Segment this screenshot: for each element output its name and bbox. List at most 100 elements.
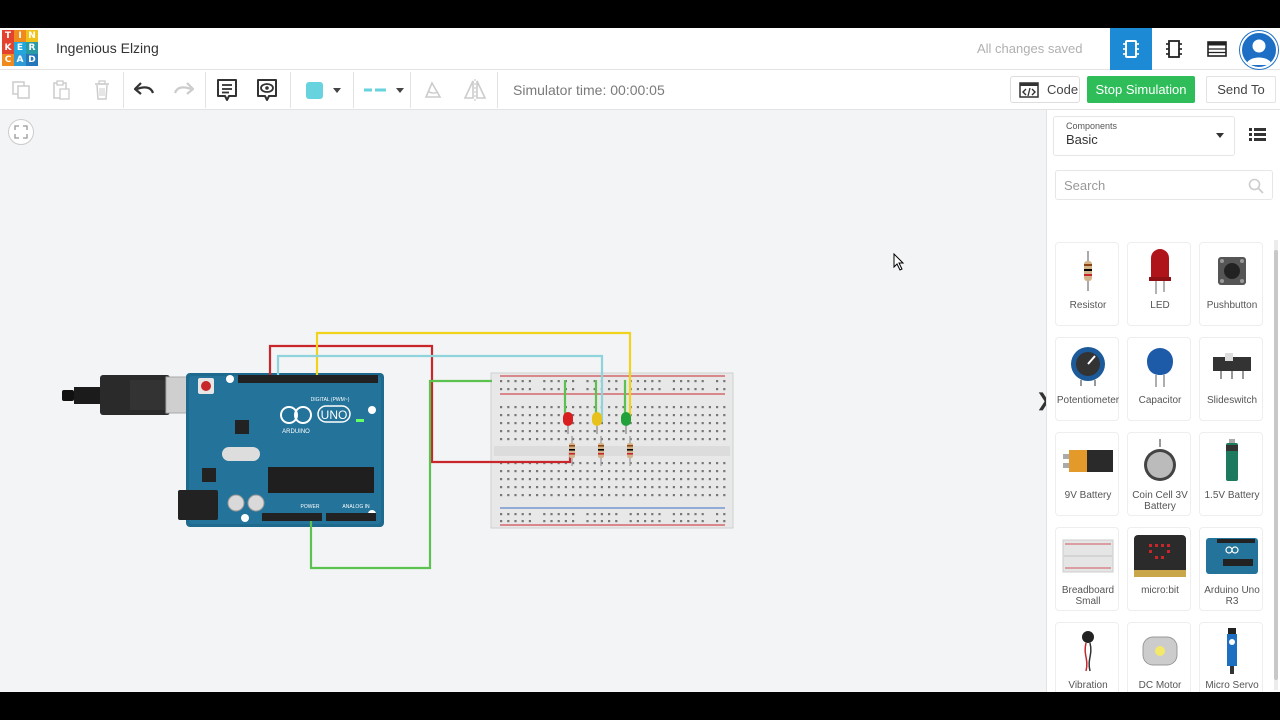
user-avatar[interactable] [1240, 31, 1278, 69]
component-tile[interactable]: Potentiometer [1055, 337, 1119, 421]
wire-color-picker[interactable] [298, 76, 348, 104]
component-list-view-button[interactable] [1196, 28, 1238, 70]
list-view-button[interactable] [1247, 126, 1271, 146]
component-tile[interactable]: LED [1127, 242, 1191, 326]
capacitor-icon [1128, 342, 1192, 390]
workplane-canvas[interactable]: UNO ARDUINO DIGITAL (PWM~) POWER ANALOG … [0, 110, 1051, 692]
component-tile-label: Breadboard Small [1061, 585, 1115, 607]
breadboard[interactable] [490, 372, 734, 529]
potentiometer-icon [1056, 342, 1120, 390]
rotate-button[interactable] [418, 76, 448, 104]
component-tile-label: Coin Cell 3V Battery [1132, 490, 1188, 512]
flip-icon [463, 79, 487, 101]
led-1[interactable] [563, 412, 573, 434]
simulator-time: Simulator time: 00:00:05 [513, 82, 665, 98]
chevron-down-icon [396, 87, 404, 93]
paste-button[interactable] [46, 76, 76, 104]
color-swatch [305, 81, 323, 99]
component-tile[interactable]: Slideswitch [1199, 337, 1263, 421]
mouse-cursor-icon [893, 253, 905, 271]
servo-icon [1200, 627, 1264, 675]
delete-button[interactable] [87, 76, 117, 104]
logo-letter: T [2, 30, 14, 42]
component-tile[interactable]: Micro Servo [1199, 622, 1263, 692]
panel-scroll-thumb[interactable] [1274, 250, 1278, 680]
redo-icon [173, 82, 195, 95]
code-label: Code [1047, 82, 1079, 97]
component-tile[interactable]: Coin Cell 3V Battery [1127, 432, 1191, 516]
logo-letter: K [2, 42, 14, 54]
component-tile[interactable]: micro:bit [1127, 527, 1191, 611]
note-icon [217, 79, 237, 101]
redo-button[interactable] [169, 76, 199, 104]
save-status: All changes saved [977, 41, 1083, 56]
led-3[interactable] [621, 412, 631, 434]
copy-button[interactable] [6, 76, 36, 104]
toolbar-divider [353, 72, 354, 108]
fit-view-icon [14, 125, 28, 139]
fit-view-button[interactable] [8, 119, 34, 145]
search-icon [1248, 178, 1264, 194]
component-tile-label: micro:bit [1141, 585, 1179, 596]
project-title[interactable]: Ingenious Elzing [56, 40, 159, 56]
user-icon [1246, 39, 1272, 65]
component-tile-label: Potentiometer [1056, 395, 1120, 406]
led-2[interactable] [592, 412, 602, 434]
notes-button[interactable] [212, 76, 242, 104]
components-dropdown[interactable]: Components Basic [1053, 116, 1235, 156]
wire-cyan [276, 354, 604, 422]
wire-type-picker[interactable] [358, 76, 408, 104]
list-icon [1249, 128, 1266, 141]
digital-pins-label: DIGITAL (PWM~) [311, 397, 350, 403]
component-tile[interactable]: Capacitor [1127, 337, 1191, 421]
microbit-icon [1128, 532, 1192, 580]
component-tile[interactable]: Breadboard Small [1055, 527, 1119, 611]
send-to-button[interactable]: Send To [1206, 76, 1276, 103]
component-tile-label: 1.5V Battery [1204, 490, 1260, 501]
board-brand-label: ARDUINO [282, 429, 310, 435]
flip-button[interactable] [460, 76, 490, 104]
schematic-view-button[interactable] [1153, 28, 1195, 70]
paste-icon [53, 80, 70, 100]
logo-letter: E [14, 42, 26, 54]
chip-icon [1123, 40, 1139, 58]
component-tile[interactable]: Vibration Motor [1055, 622, 1119, 692]
component-tile-label: Capacitor [1138, 395, 1182, 406]
component-tile-label: Arduino Uno R3 [1204, 585, 1260, 607]
resistor-2[interactable] [598, 436, 604, 466]
component-tile[interactable]: Arduino Uno R3 [1199, 527, 1263, 611]
undo-icon [133, 82, 155, 95]
component-tile[interactable]: Pushbutton [1199, 242, 1263, 326]
stop-simulation-button[interactable]: Stop Simulation [1087, 76, 1195, 103]
pushbutton-icon [1200, 247, 1264, 295]
letterbox-top [0, 0, 1280, 28]
undo-button[interactable] [129, 76, 159, 104]
component-tile[interactable]: Resistor [1055, 242, 1119, 326]
wires [268, 331, 632, 570]
resistor-3[interactable] [627, 436, 633, 466]
rotate-icon [424, 81, 442, 98]
chevron-down-icon [332, 87, 341, 93]
component-tile[interactable]: 9V Battery [1055, 432, 1119, 516]
code-button[interactable]: Code [1010, 76, 1080, 103]
logo-letter: A [14, 54, 26, 66]
resistor-1[interactable] [569, 436, 575, 466]
components-dropdown-value: Basic [1066, 132, 1098, 147]
arduino-uno-board[interactable]: UNO ARDUINO DIGITAL (PWM~) POWER ANALOG … [178, 373, 384, 527]
circuit-view-button[interactable] [1110, 28, 1152, 70]
wire-style-icon [364, 88, 386, 92]
arduino-icon [1200, 532, 1264, 580]
notes-visibility-button[interactable] [252, 76, 282, 104]
table-icon [1207, 41, 1227, 57]
component-tile[interactable]: 1.5V Battery [1199, 432, 1263, 516]
eye-note-icon [257, 79, 277, 101]
wire-red [268, 344, 572, 464]
chevron-down-icon [1216, 133, 1224, 138]
search-placeholder: Search [1064, 177, 1106, 193]
battery-9v-icon [1056, 437, 1120, 485]
component-search-input[interactable]: Search [1055, 170, 1273, 200]
component-tile-label: LED [1150, 300, 1170, 311]
component-tile[interactable]: DC Motor [1127, 622, 1191, 692]
